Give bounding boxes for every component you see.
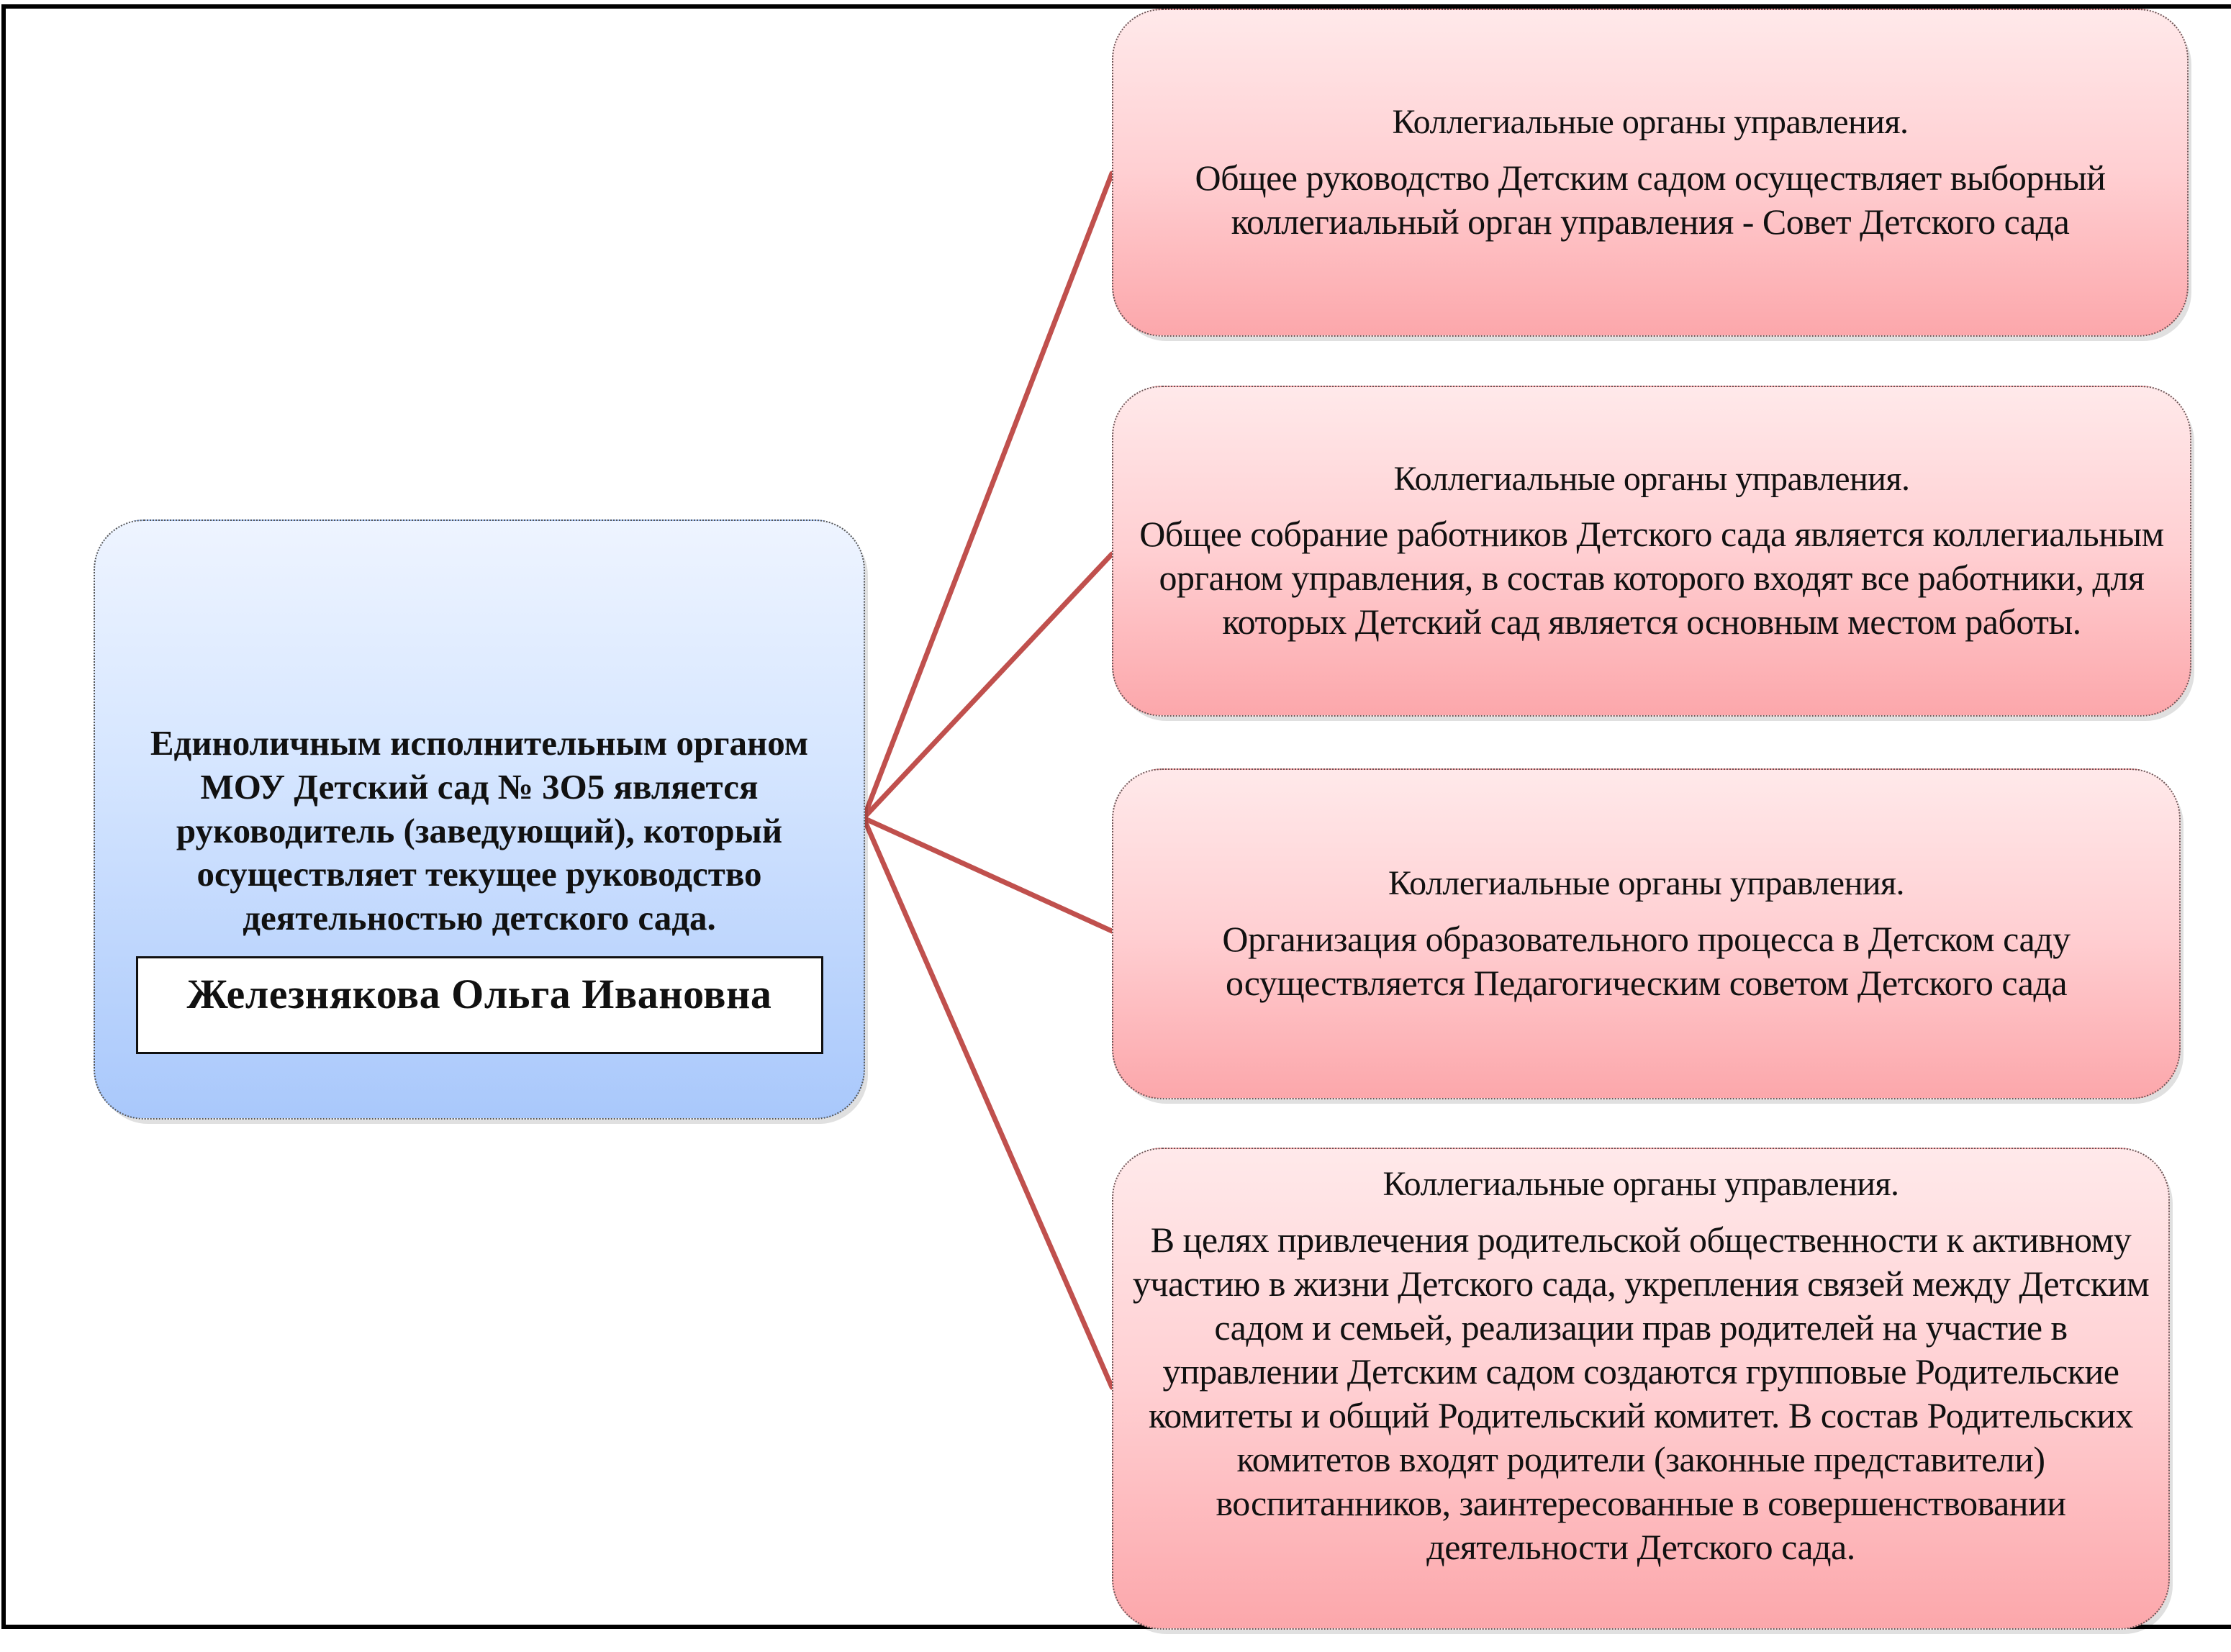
connector-line-2 <box>861 551 1115 821</box>
node-title: Коллегиальные органы управления. <box>1388 864 1905 903</box>
node-text: Общее руководство Детским садом осуществ… <box>1195 157 2106 242</box>
node-text: Организация образовательного процесса в … <box>1222 918 2071 1003</box>
node-text: Общее собрание работников Детского сада … <box>1139 514 2164 643</box>
node-text: В целях привлечения родительской обществ… <box>1132 1219 2150 1567</box>
collegial-node-general-meeting: Коллегиальные органы управления. Общее с… <box>1112 386 2191 717</box>
head-name-box: Железнякова Ольга Ивановна <box>135 956 823 1054</box>
connector-line-3 <box>861 815 1115 934</box>
connector-line-1 <box>861 171 1115 821</box>
node-title: Коллегиальные органы управления. <box>1393 459 1910 498</box>
collegial-node-parent-committees: Коллегиальные органы управления. В целях… <box>1112 1148 2170 1630</box>
connector-line-4 <box>861 815 1115 1390</box>
diagram-frame <box>1 4 2231 1629</box>
node-title: Коллегиальные органы управления. <box>1392 103 1909 142</box>
collegial-node-council: Коллегиальные органы управления. Общее р… <box>1112 9 2189 337</box>
node-title: Коллегиальные органы управления. <box>1383 1165 1899 1203</box>
collegial-node-pedagogical-council: Коллегиальные органы управления. Организ… <box>1112 768 2181 1099</box>
head-node: Единоличным исполнительным органом МОУ Д… <box>94 519 865 1120</box>
head-description: Единоличным исполнительным органом МОУ Д… <box>150 723 809 938</box>
head-name: Железнякова Ольга Ивановна <box>186 970 772 1017</box>
